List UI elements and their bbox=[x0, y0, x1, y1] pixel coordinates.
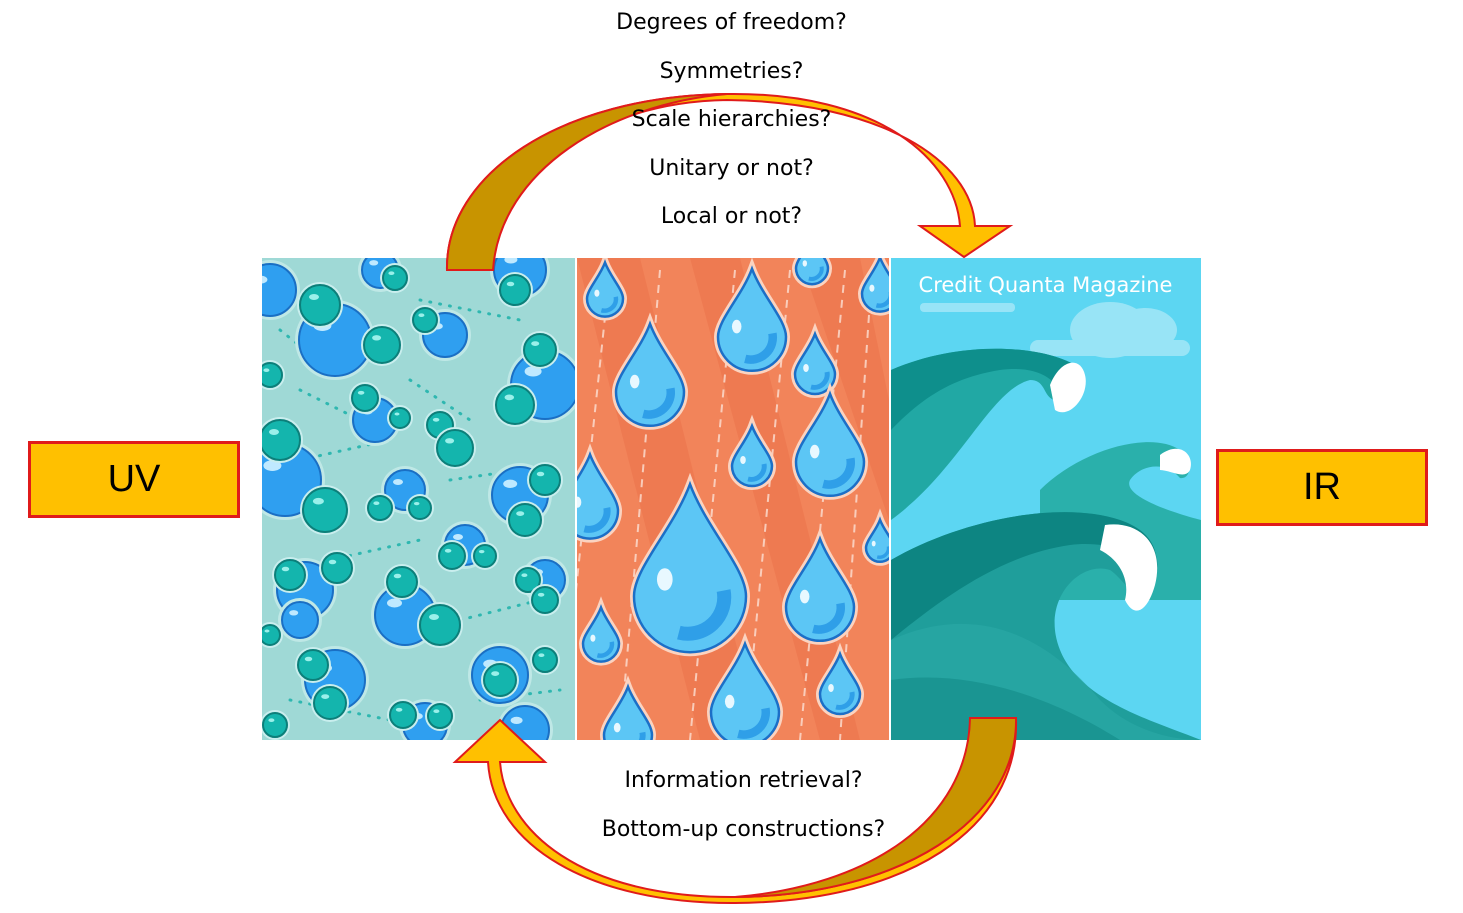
question-degrees-of-freedom: Degrees of freedom? bbox=[616, 10, 847, 35]
raindrops-panel bbox=[577, 258, 889, 740]
question-local: Local or not? bbox=[660, 204, 803, 229]
bottom-curved-arrow bbox=[452, 717, 1018, 905]
question-information-retrieval: Information retrieval? bbox=[624, 768, 863, 793]
uv-box: UV bbox=[28, 441, 240, 518]
question-scale-hierarchies: Scale hierarchies? bbox=[631, 107, 832, 132]
top-curved-arrow bbox=[445, 92, 1014, 271]
ir-box: IR bbox=[1216, 449, 1428, 526]
question-unitary: Unitary or not? bbox=[649, 156, 814, 181]
question-bottom-up: Bottom-up constructions? bbox=[601, 817, 886, 842]
waves-panel bbox=[891, 258, 1201, 740]
credit-label: Credit Quanta Magazine bbox=[918, 273, 1173, 297]
question-symmetries: Symmetries? bbox=[659, 59, 804, 84]
molecules-panel bbox=[262, 258, 575, 740]
